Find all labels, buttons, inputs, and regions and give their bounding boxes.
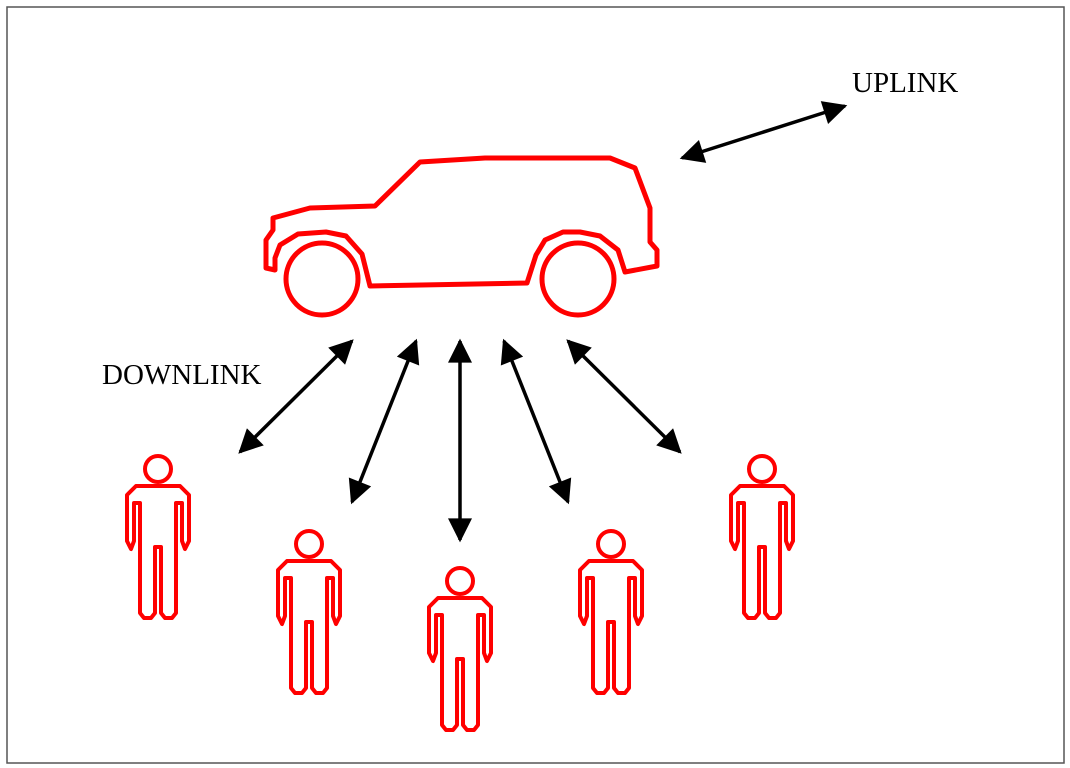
downlink-arrow-2 (348, 338, 420, 505)
downlink-arrow-1 (238, 339, 354, 454)
arrows (238, 101, 848, 543)
uplink-arrow (679, 101, 848, 163)
person-icon (427, 566, 493, 732)
person-icon (578, 529, 644, 695)
person-icon (125, 454, 191, 620)
downlink-label: DOWNLINK (102, 359, 262, 391)
downlink-arrow-4 (500, 338, 572, 505)
person-icon (729, 454, 795, 620)
person-icon (276, 529, 342, 695)
diagram-frame (6, 6, 1065, 764)
uplink-label: UPLINK (852, 67, 958, 99)
downlink-arrow-5 (566, 339, 682, 454)
car-icon (263, 155, 660, 318)
